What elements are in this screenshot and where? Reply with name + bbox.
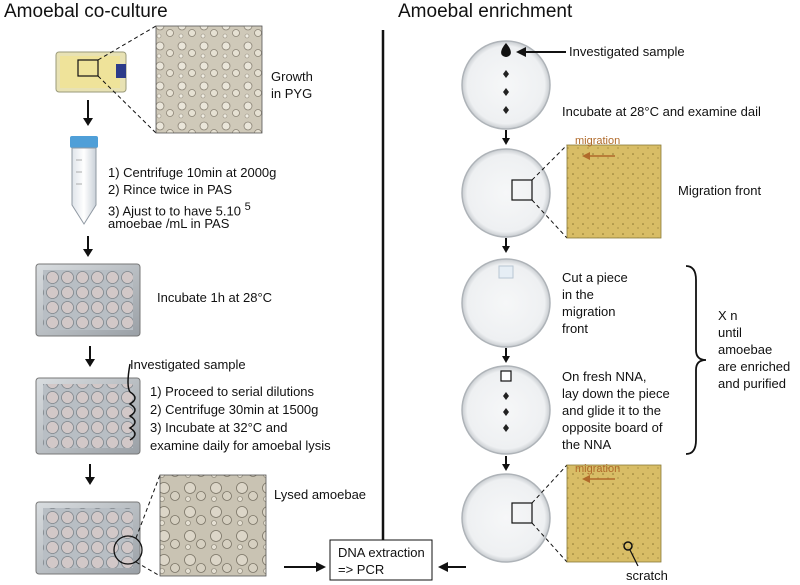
lysed-micrograph (160, 475, 266, 576)
growth-micrograph (156, 26, 262, 133)
zoom-line (98, 26, 156, 60)
fresh-line2: lay down the piece (562, 386, 670, 402)
dilution-step-1: 1) Proceed to serial dilutions (150, 384, 314, 400)
piece-square (501, 371, 511, 381)
petri-dish (462, 474, 550, 562)
arrow-head (502, 246, 510, 253)
centrifuge-step-3-cont: amoebae /mL in PAS (108, 216, 229, 232)
fresh-line4: opposite board of (562, 420, 662, 436)
dna-extraction-line1: DNA extraction (338, 545, 425, 561)
left-title: Amoebal co-culture (4, 1, 168, 23)
fresh-line5: the NNA (562, 437, 611, 453)
dilution-step-3-cont: examine daily for amoebal lysis (150, 438, 331, 454)
arrow-head (85, 477, 95, 485)
arrow-head (316, 562, 326, 572)
repeat-line3: amoebae (718, 342, 772, 358)
arrow-head (85, 359, 95, 367)
well-plate-wells (43, 508, 133, 568)
migration-front-label: Migration front (678, 183, 761, 199)
well-plate-wells (43, 270, 133, 330)
cut-line2: in the (562, 287, 594, 303)
zoom-line (532, 465, 567, 503)
repeat-line2: until (718, 325, 742, 341)
lysed-amoebae-label: Lysed amoebae (274, 487, 366, 503)
investigated-sample-left: Investigated sample (130, 357, 246, 373)
culture-flask (56, 52, 126, 92)
incubate-28-label: Incubate at 28°C and examine dail (562, 104, 761, 120)
cut-line4: front (562, 321, 588, 337)
centrifuge-step-2: 2) Rince twice in PAS (108, 182, 232, 198)
dilution-step-2: 2) Centrifuge 30min at 1500g (150, 402, 318, 418)
repeat-line5: and purified (718, 376, 786, 392)
arrow-head (502, 464, 510, 471)
migration-micrograph (567, 145, 661, 238)
investigated-sample-right: Investigated sample (569, 44, 685, 60)
growth-label-line1: Growth (271, 69, 313, 85)
centrifuge-tube (70, 136, 98, 224)
arrow-head (83, 249, 93, 257)
dilution-step-3: 3) Incubate at 32°C and (150, 420, 287, 436)
incubate-1h-label: Incubate 1h at 28°C (157, 290, 272, 306)
arrow-head (83, 118, 93, 126)
well-plate-wells (43, 384, 133, 448)
arrow-head (502, 356, 510, 363)
fresh-line3: and glide it to the (562, 403, 661, 419)
dna-extraction-line2: => PCR (338, 562, 384, 578)
cut-line3: migration (562, 304, 615, 320)
cut-piece (499, 266, 513, 278)
right-title: Amoebal enrichment (398, 1, 572, 23)
repeat-line1: X n (718, 308, 738, 324)
centrifuge-step-1: 1) Centrifuge 10min at 2000g (108, 165, 276, 181)
arrow-head (438, 562, 448, 572)
arrow-head (502, 138, 510, 145)
repeat-line4: are enriched (718, 359, 790, 375)
petri-dish (462, 149, 550, 237)
repeat-brace (686, 266, 706, 454)
cut-line1: Cut a piece (562, 270, 628, 286)
fresh-line1: On fresh NNA, (562, 369, 647, 385)
migration-label-2: migration (575, 461, 620, 477)
growth-label-line2: in PYG (271, 86, 312, 102)
migration-label-1: migration (575, 133, 620, 149)
exponent: 5 (245, 201, 251, 213)
scratch-label: scratch (626, 568, 668, 584)
